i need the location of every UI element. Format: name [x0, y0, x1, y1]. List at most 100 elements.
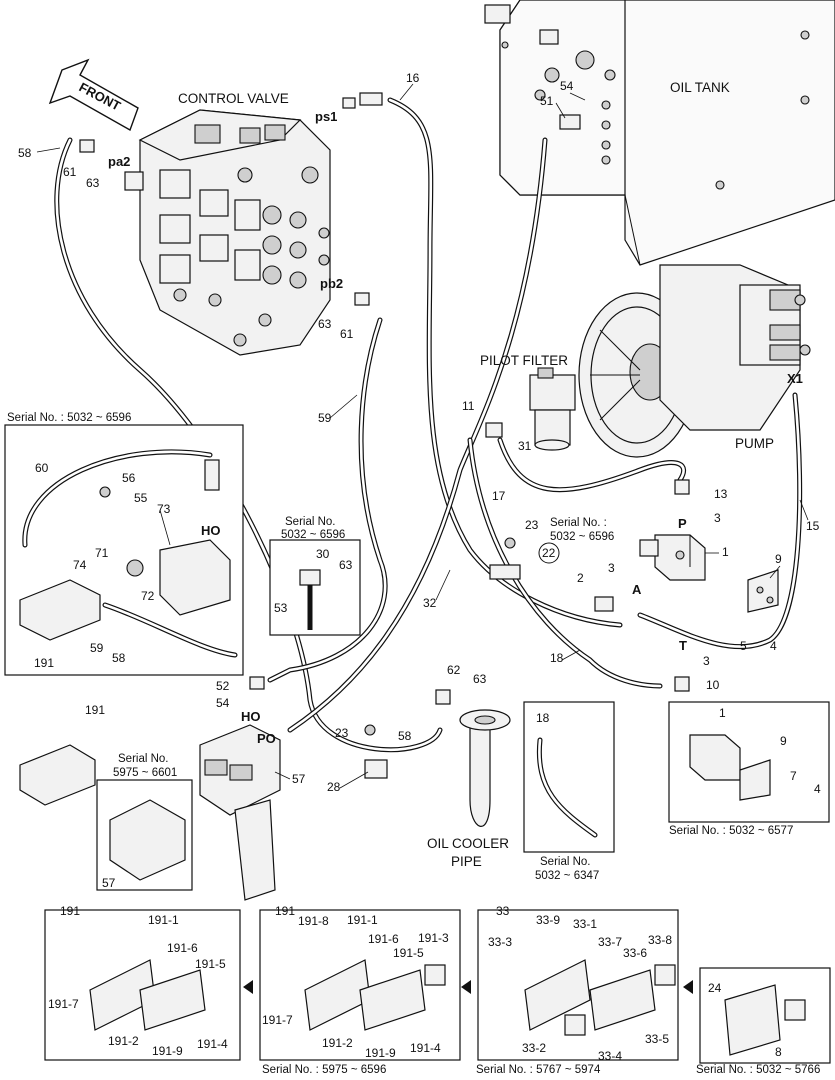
inset-part-74: 74 — [73, 558, 87, 572]
inset-hose-18 — [523, 701, 615, 853]
title-labels: CONTROL VALVE OIL TANK PUMP PILOT FILTER… — [178, 80, 774, 869]
part-17: 17 — [492, 489, 506, 503]
box-c-33-6: 33-6 — [623, 946, 647, 960]
hose-17 — [497, 437, 687, 493]
inset-part-56: 56 — [122, 471, 136, 485]
inset-part-9: 9 — [780, 734, 787, 748]
part-32: 32 — [423, 596, 437, 610]
part-5: 5 — [740, 639, 747, 653]
box-b-191-3: 191-3 — [418, 931, 449, 945]
port-ho: HO — [241, 709, 261, 724]
part-59: 59 — [318, 411, 332, 425]
part-52: 52 — [216, 679, 230, 693]
part-9: 9 — [775, 552, 782, 566]
box-a-191-4: 191-4 — [197, 1037, 228, 1051]
port-a: A — [632, 582, 642, 597]
part-57: 57 — [292, 772, 306, 786]
control-valve — [124, 109, 331, 356]
oil-tank-title: OIL TANK — [670, 80, 730, 95]
serial-5032-6596-b2: 5032 ~ 6596 — [550, 531, 614, 543]
part-57b: 57 — [102, 876, 116, 890]
part-3b: 3 — [608, 561, 615, 575]
box-b-191-2: 191-2 — [322, 1036, 353, 1050]
part-4: 4 — [770, 639, 777, 653]
port-pa2: pa2 — [108, 154, 130, 169]
part-63c: 63 — [339, 558, 353, 572]
part-58b: 58 — [398, 729, 412, 743]
serial-5975-6596: Serial No. : 5975 ~ 6596 — [262, 1064, 386, 1076]
hose-32 — [287, 137, 548, 733]
port-po: PO — [257, 731, 276, 746]
serial-5032-6577: Serial No. : 5032 ~ 6577 — [669, 825, 793, 837]
port-ho-inset: HO — [201, 523, 221, 538]
part-63d: 63 — [473, 672, 487, 686]
part-191: 191 — [85, 703, 105, 717]
bracket-9 — [747, 569, 779, 613]
box-33 — [477, 909, 679, 1061]
serial-5032-6596-a2: 5032 ~ 6596 — [281, 529, 345, 541]
valve-block-1 — [639, 534, 706, 581]
box-a-191-9: 191-9 — [152, 1044, 183, 1058]
inset-part-60: 60 — [35, 461, 49, 475]
box-a-191-2: 191-2 — [108, 1034, 139, 1048]
manifold-57 — [199, 724, 281, 901]
box-b-191-8: 191-8 — [298, 914, 329, 928]
box-b-191-1: 191-1 — [347, 913, 378, 927]
box-a-191: 191 — [60, 904, 80, 918]
serial-5032-6596-b1: Serial No. : — [550, 517, 607, 529]
box-a-191-1: 191-1 — [148, 913, 179, 927]
part-30: 30 — [316, 547, 330, 561]
part-22-circle — [538, 542, 560, 564]
oil-cooler-title-2: PIPE — [451, 854, 482, 869]
oil-cooler-title: OIL COOLER — [427, 836, 509, 851]
port-t: T — [679, 638, 687, 653]
serial-5767-5974: Serial No. : 5767 ~ 5974 — [476, 1064, 601, 1076]
inset-serial-5032-6596-small — [269, 539, 361, 636]
box-a-191-7: 191-7 — [48, 997, 79, 1011]
part-31: 31 — [518, 439, 532, 453]
oil-tank — [484, 0, 835, 266]
box-191-b — [259, 909, 461, 1061]
box-c-33-4: 33-4 — [598, 1049, 622, 1063]
box-c-33-2: 33-2 — [522, 1041, 546, 1055]
box-191-a — [44, 909, 241, 1061]
box-b-191-9: 191-9 — [365, 1046, 396, 1060]
part-22: 22 — [542, 546, 556, 560]
part-15: 15 — [806, 519, 820, 533]
part-2: 2 — [577, 571, 584, 585]
part-10: 10 — [706, 678, 720, 692]
port-labels: ps1 pa2 pb2 X1 P A T HO HO PO — [108, 109, 803, 746]
part-61b: 61 — [340, 327, 354, 341]
box-c-33-9: 33-9 — [536, 913, 560, 927]
box-b-191-5: 191-5 — [393, 946, 424, 960]
box-b-191-7: 191-7 — [262, 1013, 293, 1027]
hose-59 — [267, 317, 388, 683]
pump-title: PUMP — [735, 436, 774, 451]
hose-18 — [467, 437, 663, 689]
part-191-loose — [19, 744, 96, 806]
part-23: 23 — [525, 518, 539, 532]
box-d-8: 8 — [775, 1045, 782, 1059]
part-63b: 63 — [318, 317, 332, 331]
part-58: 58 — [18, 146, 32, 160]
part-13: 13 — [714, 487, 728, 501]
part-3: 3 — [714, 511, 721, 525]
box-b-191-4: 191-4 — [410, 1041, 441, 1055]
inset-part-58: 58 — [112, 651, 126, 665]
pump — [578, 264, 811, 458]
port-ps1: ps1 — [315, 109, 337, 124]
oil-cooler-pipe — [459, 709, 511, 827]
bottom-box-labels: 191 191-1 191-6 191-5 191-7 191-2 191-9 … — [48, 904, 782, 1063]
part-18: 18 — [550, 651, 564, 665]
box-b-191: 191 — [275, 904, 295, 918]
box-b-191-6: 191-6 — [368, 932, 399, 946]
box-c-33-7: 33-7 — [598, 935, 622, 949]
box-d-24: 24 — [708, 981, 722, 995]
port-pb2: pb2 — [320, 276, 343, 291]
port-x1: X1 — [787, 371, 803, 386]
serial-5975-6601-2: 5975 ~ 6601 — [113, 767, 177, 779]
port-p: P — [678, 516, 687, 531]
box-a-191-6: 191-6 — [167, 941, 198, 955]
serial-5032-6596-a1: Serial No. — [285, 516, 336, 528]
